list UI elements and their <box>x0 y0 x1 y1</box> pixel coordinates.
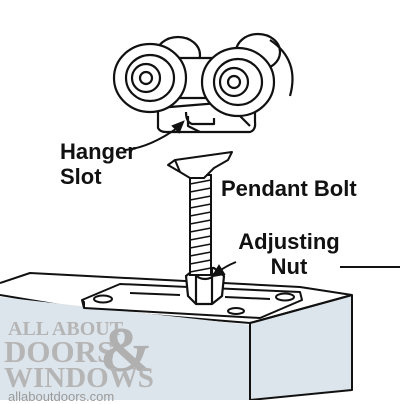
hanger-slot-label-line1: Hanger <box>60 139 136 164</box>
hanger-slot-label-line2: Slot <box>60 164 102 189</box>
hanger-slot-label: Hanger Slot <box>60 139 136 189</box>
adjusting-nut-label-line1: Adjusting <box>238 229 340 254</box>
pendant-bolt <box>167 151 233 276</box>
roller-hanger <box>112 32 294 134</box>
pendant-bolt-label: Pendant Bolt <box>221 176 357 201</box>
logo-ampersand: & <box>100 314 154 385</box>
adjusting-nut-label: Adjusting Nut <box>230 229 348 279</box>
logo-windows: WINDOWS <box>4 362 154 394</box>
leader-arrows <box>123 120 237 278</box>
logo-doors: DOORS <box>4 334 115 369</box>
adjusting-nut-label-line2: Nut <box>270 254 308 279</box>
logo-all-about: ALL ABOUT <box>8 318 124 340</box>
logo-url: allaboutdoors.com <box>8 389 115 404</box>
